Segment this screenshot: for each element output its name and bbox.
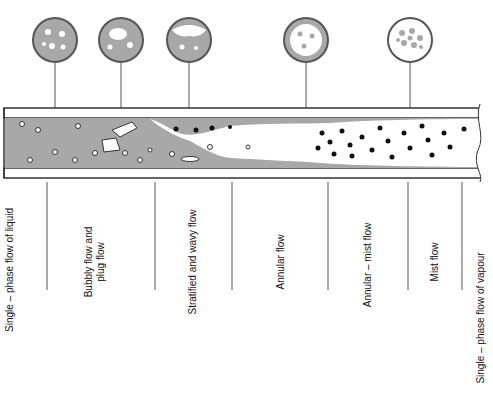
leader-lines xyxy=(55,62,410,108)
liquid xyxy=(5,118,493,168)
cross-sections xyxy=(33,18,432,62)
regime-label: Bubbly flow and plug flow xyxy=(83,226,107,298)
regime-label: Mist flow xyxy=(429,243,441,282)
gas-core xyxy=(150,119,493,167)
droplets xyxy=(174,124,467,160)
regime-label: Annular – mist flow xyxy=(362,223,374,307)
regime-label: Single – phase flow of vapour xyxy=(474,252,486,383)
pipe-break xyxy=(476,104,493,182)
regime-label: Stratified and wavy flow xyxy=(186,209,198,314)
region-dividers xyxy=(47,182,462,290)
bubbles xyxy=(20,122,251,163)
pipe-break-line xyxy=(476,104,481,182)
regime-label: Single – phase flow of liquid xyxy=(4,208,16,332)
pipe-wall xyxy=(4,108,493,178)
regime-label: Annular flow xyxy=(274,234,286,289)
